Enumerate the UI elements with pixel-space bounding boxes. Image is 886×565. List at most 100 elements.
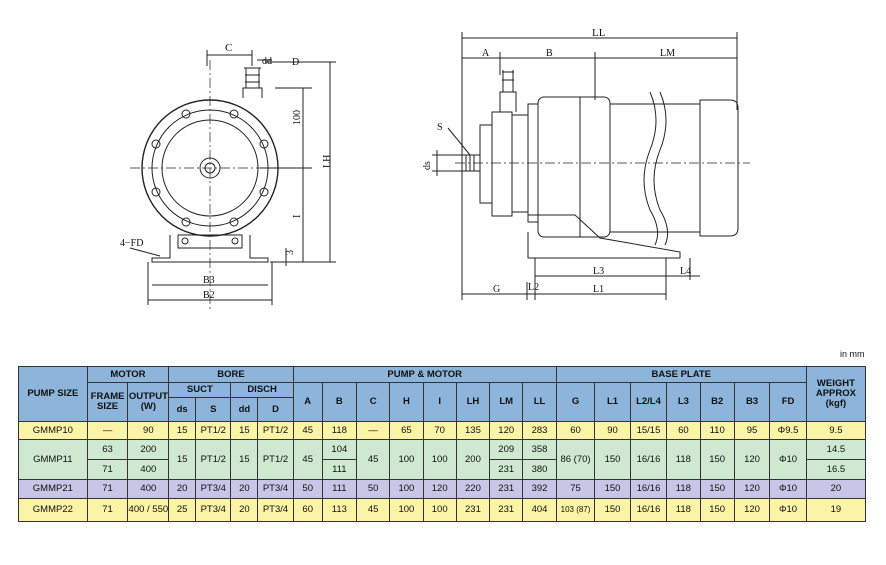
cell-d: PT3/4 [257, 498, 294, 522]
cell-l1: 150 [594, 498, 631, 522]
cell-a: 45 [292, 439, 323, 480]
cell-l2l4: 15/15 [629, 421, 668, 440]
dim-label-a: A [482, 48, 490, 59]
cell-g: 86 (70) [555, 439, 596, 480]
cell-c: 45 [356, 498, 391, 522]
cell-fd: Φ10 [769, 498, 807, 522]
cell-weight: 14.5 [805, 439, 867, 460]
header-pump-motor: PUMP & MOTOR [292, 366, 557, 383]
header-bore: BORE [168, 366, 294, 383]
cell-ll: 392 [522, 479, 557, 499]
cell-l3: 118 [666, 498, 701, 522]
cell-ll: 358 [522, 439, 557, 460]
cell-b3: 120 [733, 479, 771, 499]
header-lm: LM [489, 382, 524, 422]
header-pump-size: PUMP SIZE [18, 366, 88, 422]
cell-g: 103 (87) [555, 498, 596, 522]
cell-i: 120 [422, 479, 457, 499]
cell-l3: 60 [666, 421, 701, 440]
cell-b2: 110 [699, 421, 735, 440]
cell-ll: 380 [522, 459, 557, 480]
header-weight: WEIGHT APPROX (kgf) [805, 366, 867, 422]
header-l2l4: L2/L4 [629, 382, 668, 422]
header-disch: DISCH [230, 382, 294, 398]
dim-label-4fd: 4−FD [120, 238, 143, 249]
spec-table: PUMP SIZE MOTOR BORE PUMP & MOTOR BASE P… [18, 366, 867, 522]
cell-l2l4: 16/16 [629, 439, 668, 480]
cell-h: 100 [389, 479, 424, 499]
dim-label-b3: B3 [203, 275, 215, 286]
cell-frame: 71 [86, 459, 129, 480]
cell-pump-size: GMMP21 [18, 479, 88, 499]
cell-b3: 95 [733, 421, 771, 440]
dim-label-ll: LL [592, 27, 606, 39]
cell-ll: 404 [522, 498, 557, 522]
table-row-gmmp10: GMMP10 — 90 15 PT1/2 15 PT1/2 45 118 — 6… [18, 421, 867, 440]
cell-s: PT1/2 [195, 439, 232, 480]
cell-ds: 15 [168, 421, 197, 440]
dim-label-b: B [546, 48, 553, 59]
cell-dd: 15 [230, 439, 259, 480]
dim-label-lh: LH [322, 155, 333, 168]
cell-weight: 9.5 [805, 421, 867, 440]
cell-frame: — [86, 421, 129, 440]
cell-output: 200 [127, 439, 170, 460]
cell-frame: 71 [86, 498, 129, 522]
cell-b2: 150 [699, 498, 735, 522]
cell-b: 104 [321, 439, 358, 460]
header-frame-size: FRAME SIZE [86, 382, 129, 422]
dim-label-l2: L2 [528, 282, 539, 293]
table-row-gmmp11: GMMP11 63 200 15 PT1/2 15 PT1/2 45 104 4… [18, 439, 867, 480]
cell-ds: 15 [168, 439, 197, 480]
dim-label-i: I [292, 215, 303, 218]
cell-lh: 231 [455, 498, 491, 522]
cell-s: PT1/2 [195, 421, 232, 440]
cell-pump-size: GMMP11 [18, 439, 88, 480]
header-fd: FD [769, 382, 807, 422]
header-i: I [422, 382, 457, 422]
dim-label-3: 3 [285, 250, 296, 255]
cell-g: 60 [555, 421, 596, 440]
table-row-gmmp21: GMMP21 71 400 20 PT3/4 20 PT3/4 50 111 5… [18, 479, 867, 499]
cell-dd: 20 [230, 498, 259, 522]
cell-l1: 90 [594, 421, 631, 440]
cell-b2: 150 [699, 479, 735, 499]
dim-label-100: 100 [292, 110, 303, 125]
cell-lm: 209 [489, 439, 524, 460]
cell-lm: 120 [489, 421, 524, 440]
cell-l3: 118 [666, 479, 701, 499]
cell-i: 70 [422, 421, 457, 440]
cell-weight: 19 [805, 498, 867, 522]
header-lh: LH [455, 382, 491, 422]
cell-a: 45 [292, 421, 323, 440]
cell-pump-size: GMMP10 [18, 421, 88, 440]
cell-fd: Φ9.5 [769, 421, 807, 440]
header-dd: dd [230, 397, 259, 422]
header-base-plate: BASE PLATE [555, 366, 807, 383]
header-d: D [257, 397, 294, 422]
dim-label-s: S [437, 122, 443, 133]
header-c: C [356, 382, 391, 422]
cell-lh: 135 [455, 421, 491, 440]
cell-c: — [356, 421, 391, 440]
cell-b: 113 [321, 498, 358, 522]
cell-c: 50 [356, 479, 391, 499]
header-b2: B2 [699, 382, 735, 422]
header-motor: MOTOR [86, 366, 170, 383]
cell-lh: 220 [455, 479, 491, 499]
cell-lm: 231 [489, 498, 524, 522]
cell-fd: Φ10 [769, 479, 807, 499]
cell-fd: Φ10 [769, 439, 807, 480]
unit-note: in mm [840, 349, 865, 359]
cell-c: 45 [356, 439, 391, 480]
header-b: B [321, 382, 358, 422]
header-l1: L1 [594, 382, 631, 422]
cell-b2: 150 [699, 439, 735, 480]
cell-output: 400 / 550 [127, 498, 170, 522]
cell-l1: 150 [594, 479, 631, 499]
cell-s: PT3/4 [195, 498, 232, 522]
cell-ds: 25 [168, 498, 197, 522]
cell-output: 90 [127, 421, 170, 440]
header-ll: LL [522, 382, 557, 422]
cell-a: 50 [292, 479, 323, 499]
